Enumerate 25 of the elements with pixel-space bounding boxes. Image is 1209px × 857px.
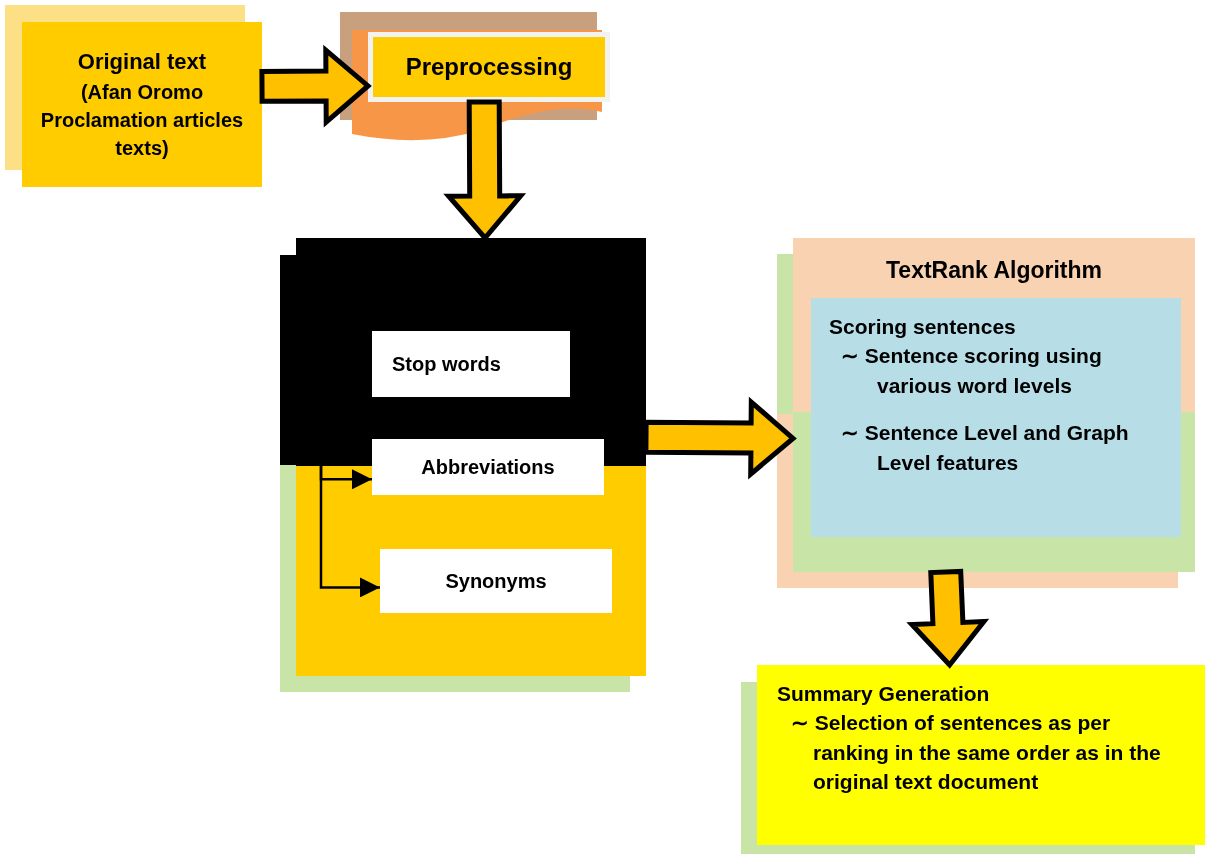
arrow <box>319 465 380 598</box>
box-text: (Afan Oromo Proclamation articles texts) <box>39 79 245 161</box>
block-arrow <box>259 44 372 128</box>
process-box <box>296 238 646 676</box>
box-heading: Summary Generation <box>777 681 991 707</box>
process-box <box>757 665 1205 845</box>
box-label: Stop words <box>392 352 501 377</box>
box-heading: TextRank Algorithm <box>886 256 1102 285</box>
process-box <box>380 549 612 613</box>
box-heading: Original text <box>77 48 207 77</box>
block-arrow <box>906 568 990 669</box>
box-heading: Scoring sentences <box>829 314 1017 340</box>
bullet-text: ∼ Sentence Level and Graph Level features <box>840 420 1130 476</box>
process-box <box>372 331 570 397</box>
process-box <box>22 22 262 187</box>
box-label: Synonyms <box>445 569 547 594</box>
bullet-text: ∼ Sentence scoring using various word levels <box>840 343 1103 399</box>
process-box <box>368 32 610 102</box>
box-label: Abbreviations <box>421 455 555 480</box>
process-box <box>372 439 604 495</box>
process-box <box>793 238 1195 572</box>
box-label: Preprocessing <box>405 52 573 83</box>
bullet-text: ∼ Selection of sentences as per ranking in the same order as in the original text document <box>790 710 1162 796</box>
block-arrow <box>643 396 797 480</box>
process-box <box>811 298 1181 537</box>
